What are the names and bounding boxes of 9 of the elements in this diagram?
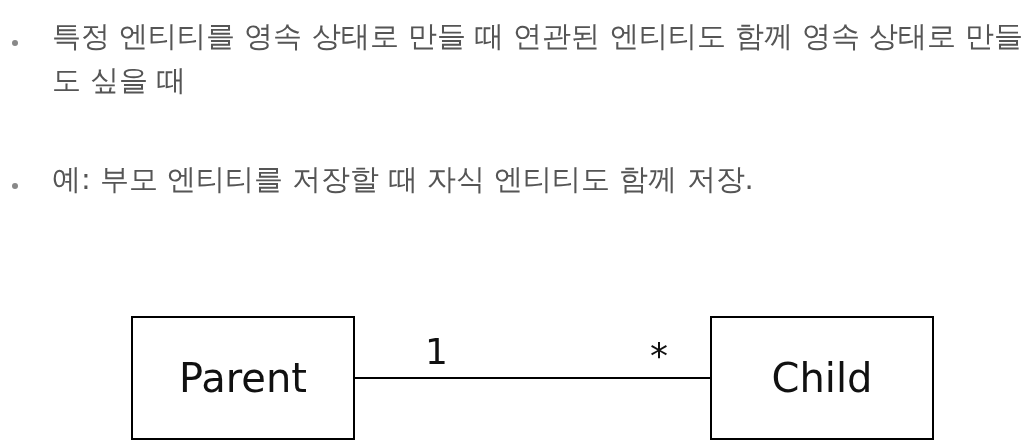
bullet-text: 특정 엔티티를 영속 상태로 만들 때 연관된 엔티티도 함께 영속 상태로 만들도 싶을 때 — [52, 18, 1025, 99]
class-name: Parent — [178, 355, 307, 401]
association-line — [354, 377, 711, 379]
bullet-text: 예: 부모 엔티티를 저장할 때 자식 엔티티도 함께 저장. — [52, 161, 755, 198]
class-box — [131, 316, 355, 440]
class-name: Child — [771, 355, 873, 401]
class-box — [710, 316, 934, 440]
multiplicity-label: 1 — [425, 332, 448, 372]
multiplicity-label: * — [650, 336, 668, 376]
